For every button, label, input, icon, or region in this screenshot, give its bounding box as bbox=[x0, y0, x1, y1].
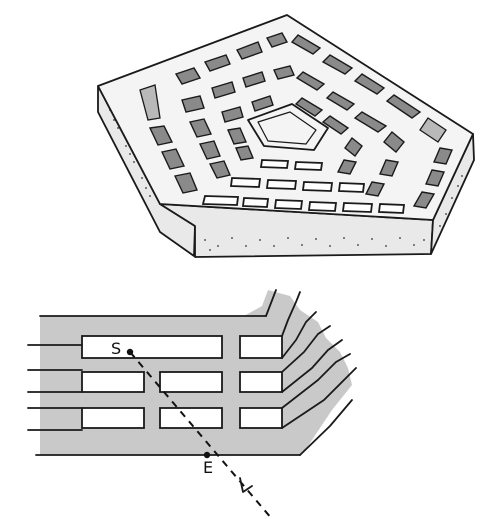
courtyard-inner bbox=[257, 111, 317, 145]
office-block bbox=[81, 407, 145, 429]
route bbox=[126, 348, 273, 519]
end-point bbox=[203, 451, 211, 459]
office-block bbox=[159, 371, 223, 393]
light-wells bbox=[139, 32, 453, 214]
direction-arrow bbox=[239, 477, 253, 493]
office-block bbox=[159, 407, 223, 429]
office-block bbox=[239, 407, 283, 429]
office-block bbox=[81, 371, 145, 393]
pentagon-building bbox=[97, 14, 475, 258]
start-point bbox=[126, 348, 134, 356]
central-courtyard bbox=[247, 103, 329, 151]
office-block bbox=[239, 371, 283, 393]
start-label: S bbox=[111, 339, 121, 358]
office-block bbox=[81, 335, 223, 359]
office-block bbox=[239, 335, 283, 359]
wall-stipple bbox=[109, 109, 463, 251]
corridor-plan bbox=[27, 289, 357, 456]
end-label: E bbox=[203, 458, 213, 477]
roof bbox=[97, 14, 474, 221]
route-path bbox=[129, 351, 273, 519]
